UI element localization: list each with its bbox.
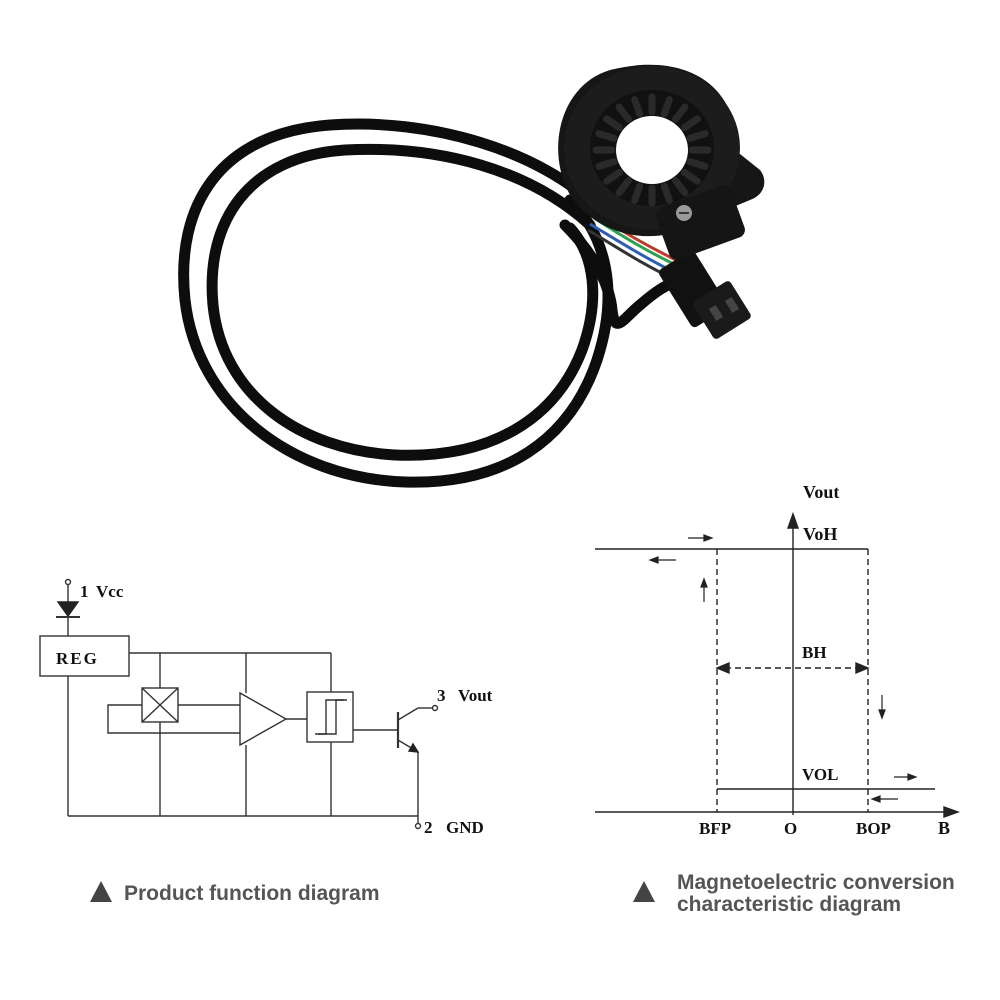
sensor-tooth [615,103,632,123]
circuit-labels: 1 Vcc REG 3 Vout 2 GND [56,582,493,837]
right-caption-line1: Magnetoelectric conversion [677,871,955,894]
pin3-label: 3 [437,686,446,705]
voh-label: VoH [803,524,837,544]
reg-block [39,635,130,677]
sensor-tooth [660,182,673,204]
gnd-label: GND [446,818,484,837]
magnetoelectric-characteristic [595,511,961,818]
gnd-terminal [414,822,422,830]
connector-plug [659,250,751,339]
product-function-diagram [39,578,439,830]
sensor-tooth [686,158,709,170]
diode-icon [56,601,80,618]
origin-label: O [784,819,797,838]
characteristic-labels: Vout VoH BH VOL BFP O BOP B [699,482,950,838]
direction-arrows [648,534,918,803]
y-axis-label: Vout [803,482,839,502]
right-caption-line2: characteristic diagram [677,893,901,916]
vout-terminal [431,704,439,712]
vcc-label: Vcc [96,582,124,601]
sensor-tooth [603,115,624,132]
sensor-tooth [672,103,689,123]
bh-label: BH [802,643,827,662]
pin1-label: 1 [80,582,89,601]
reg-label: REG [56,649,99,668]
cable-coil [178,118,686,488]
sensor-tooth [660,96,673,118]
vol-label: VOL [802,765,839,784]
sensor-tooth [631,96,644,118]
captions: Product function diagram Magnetoelectric… [90,871,955,916]
vcc-terminal [64,578,72,586]
sensor-tooth [615,177,632,197]
amplifier-icon [239,691,288,747]
left-caption: Product function diagram [124,882,380,905]
sensor-tooth [595,130,618,142]
vout-label: Vout [458,686,493,705]
sensor-tooth [672,177,689,197]
pin2-label: 2 [424,818,433,837]
bfp-label: BFP [699,819,731,838]
x-axis-label: B [938,818,950,838]
triangle-bullet-icon [90,881,112,902]
sensor-photo [178,64,765,488]
bop-label: BOP [856,819,891,838]
sensor-tooth [631,182,644,204]
sensor-tooth [686,130,709,142]
sensor-tooth [603,168,624,185]
schmitt-trigger [306,691,354,743]
sensor-tooth [680,168,701,185]
triangle-bullet-icon [633,881,655,902]
sensor-disc [558,64,765,260]
sensor-tooth [680,115,701,132]
sensor-tooth [595,158,618,170]
